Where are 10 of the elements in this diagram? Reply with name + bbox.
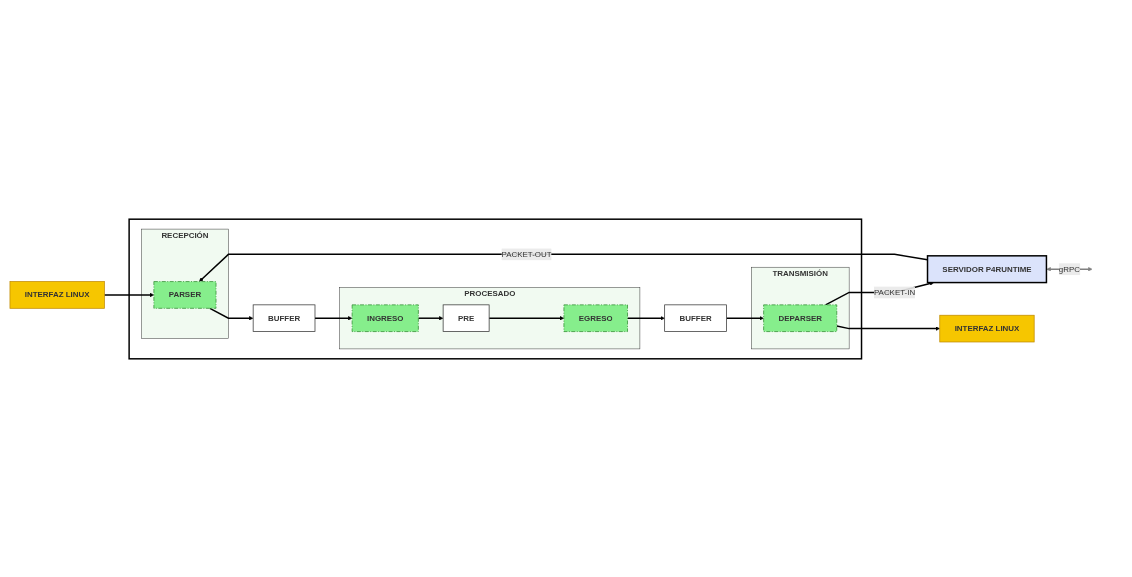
arrow [417,315,444,320]
arrow [836,324,940,331]
arrow [626,315,665,320]
arrow [824,280,935,306]
arrow [314,315,353,320]
arrow [103,292,155,297]
cluster [128,217,863,360]
arrow [488,315,565,320]
arrow [209,307,254,320]
arrow [725,315,764,320]
